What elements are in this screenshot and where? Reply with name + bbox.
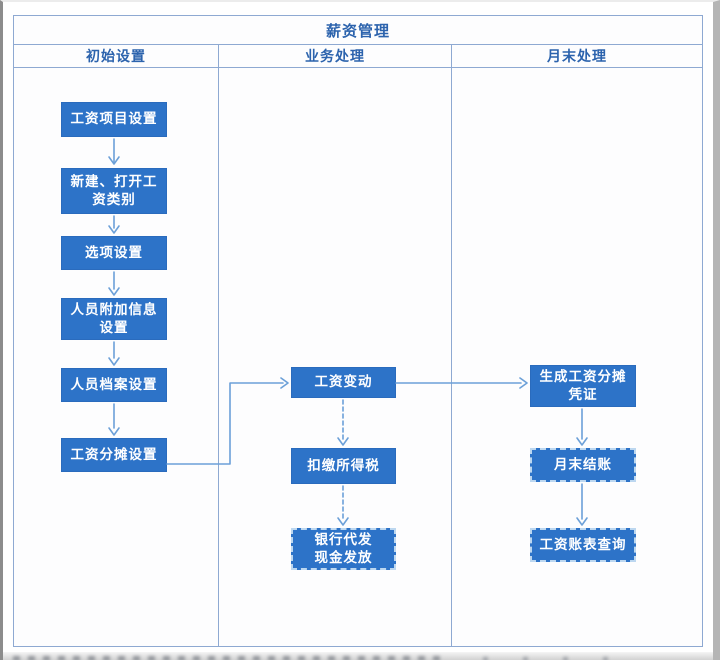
lane-business-processing: [219, 68, 452, 646]
node-salary-allocation-setup: 工资分摊设置: [61, 438, 167, 472]
lane-header-business-processing: 业务处理: [219, 45, 452, 67]
node-month-end-closing: 月末结账: [530, 448, 636, 482]
diagram-title: 薪资管理: [14, 16, 702, 45]
node-salary-change: 工资变动: [291, 367, 396, 398]
lane-header-month-end-processing: 月末处理: [547, 48, 607, 64]
cutoff-content-smudge: [13, 656, 443, 660]
lane-header-initial-setup: 初始设置: [14, 45, 219, 67]
node-salary-item-setup: 工资项目设置: [61, 102, 167, 137]
lane-initial-setup: [14, 68, 219, 646]
node-personnel-extra-info-setup: 人员附加信息 设置: [61, 298, 167, 340]
cutoff-content-smudge: [483, 657, 623, 660]
lane-body: [14, 68, 702, 646]
node-create-open-salary-category: 新建、打开工 资类别: [61, 168, 167, 214]
lane-header-row: 初始设置 业务处理 月末处理: [14, 45, 702, 68]
node-personnel-file-setup: 人员档案设置: [61, 368, 167, 402]
node-option-setup: 选项设置: [61, 236, 167, 270]
bottom-cutoff-strip: [3, 652, 713, 660]
node-salary-report-query: 工资账表查询: [530, 528, 636, 562]
node-withhold-income-tax: 扣缴所得税: [291, 448, 396, 484]
node-bank-issue-cash-payment: 银行代发 现金发放: [291, 528, 396, 570]
node-generate-salary-allocation-voucher: 生成工资分摊 凭证: [530, 365, 636, 407]
